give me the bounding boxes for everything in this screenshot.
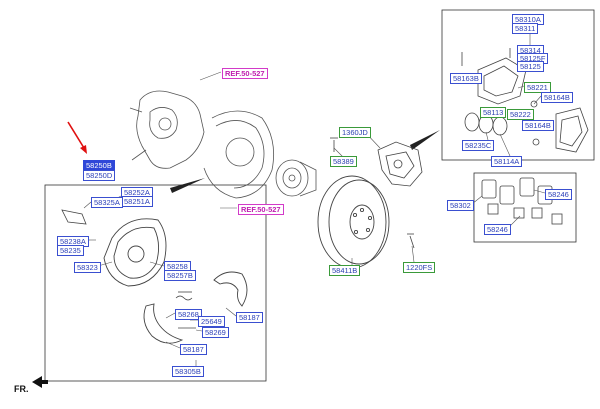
part-callout-58246[interactable]: 58246 xyxy=(484,224,511,235)
part-callout-ref.50-527[interactable]: REF.50-527 xyxy=(238,204,284,215)
part-callout-58246[interactable]: 58246 xyxy=(545,189,572,200)
part-callout-58251a[interactable]: 58251A xyxy=(121,196,153,207)
caliper-drawing xyxy=(377,141,423,187)
part-callout-58235[interactable]: 58235 xyxy=(57,245,84,256)
brake-disc-drawing xyxy=(317,175,390,269)
front-direction-arrow xyxy=(32,376,48,388)
part-callout-58325a[interactable]: 58325A xyxy=(91,197,123,208)
part-callout-58187[interactable]: 58187 xyxy=(236,312,263,323)
part-callout-58113[interactable]: 58113 xyxy=(480,107,507,118)
part-callout-58269[interactable]: 58269 xyxy=(202,327,229,338)
part-callout-58164b[interactable]: 58164B xyxy=(522,120,554,131)
part-callout-58163b[interactable]: 58163B xyxy=(450,73,482,84)
part-callout-58187[interactable]: 58187 xyxy=(180,344,207,355)
part-callout-58323[interactable]: 58323 xyxy=(74,262,101,273)
part-callout-58164b[interactable]: 58164B xyxy=(541,92,573,103)
knuckle-drawing xyxy=(129,90,205,169)
parking-shoe-drawing xyxy=(143,271,248,344)
part-callout-25649[interactable]: 25649 xyxy=(198,316,225,327)
part-callout-58114a[interactable]: 58114A xyxy=(491,156,523,167)
part-callout-58222[interactable]: 58222 xyxy=(507,109,534,120)
part-callout-58235c[interactable]: 58235C xyxy=(462,140,495,151)
backing-plate-drawing xyxy=(203,110,275,199)
red-pointer-arrow xyxy=(67,121,87,154)
front-direction-label: FR. xyxy=(14,384,29,394)
part-callout-1360jd[interactable]: 1360JD xyxy=(339,127,371,138)
part-callout-58302[interactable]: 58302 xyxy=(447,200,474,211)
part-callout-58250d[interactable]: 58250D xyxy=(83,170,116,181)
part-callout-58125[interactable]: 58125 xyxy=(517,61,544,72)
part-callout-58411b[interactable]: 58411B xyxy=(329,265,361,276)
part-callout-58305b[interactable]: 58305B xyxy=(172,366,204,377)
part-callout-1220fs[interactable]: 1220FS xyxy=(403,262,436,273)
brake-pads-drawing xyxy=(481,177,563,225)
hub-bearing-drawing xyxy=(275,159,317,197)
part-callout-ref.50-527[interactable]: REF.50-527 xyxy=(222,68,268,79)
part-callout-58221[interactable]: 58221 xyxy=(524,82,551,93)
part-callout-58389[interactable]: 58389 xyxy=(330,156,357,167)
rear-brake-assembly-frame xyxy=(44,184,267,382)
part-callout-58311[interactable]: 58311 xyxy=(512,23,539,34)
part-callout-58268[interactable]: 58268 xyxy=(175,309,202,320)
pad-kit-frame xyxy=(473,172,577,243)
part-callout-58257b[interactable]: 58257B xyxy=(164,270,196,281)
shoe-plate-drawing xyxy=(103,218,167,287)
